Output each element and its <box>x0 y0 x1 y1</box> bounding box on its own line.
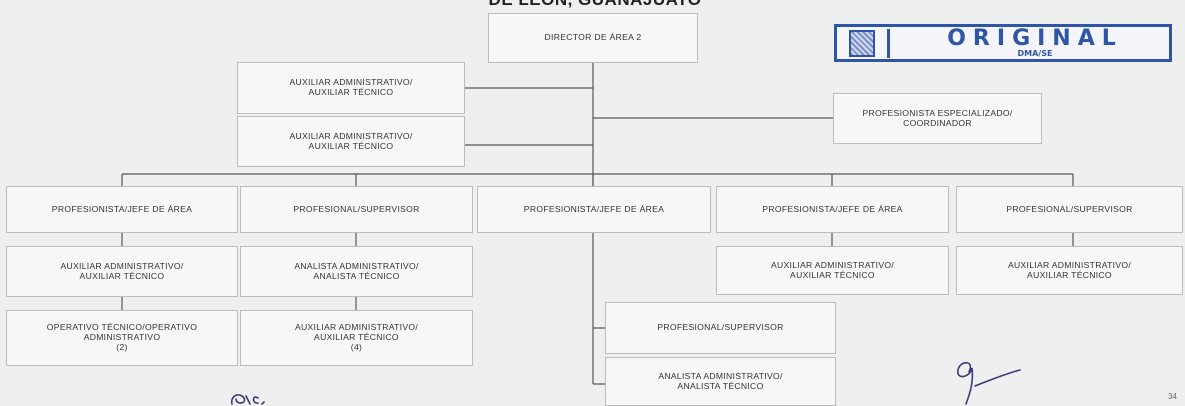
col3-head-box: PROFESIONISTA/JEFE DE ÁREA <box>477 186 711 233</box>
col2-level3-box: AUXILIAR ADMINISTRATIVO/ AUXILIAR TÉCNIC… <box>240 310 473 366</box>
signature-right <box>957 361 1021 405</box>
aux-top-1-box: AUXILIAR ADMINISTRATIVO/ AUXILIAR TÉCNIC… <box>237 62 465 114</box>
col4-level2-box: AUXILIAR ADMINISTRATIVO/ AUXILIAR TÉCNIC… <box>716 246 949 295</box>
page-number: 34 <box>1168 392 1177 401</box>
col3-level2-box: PROFESIONAL/SUPERVISOR <box>605 302 836 354</box>
seal-icon <box>849 30 875 57</box>
col2-head-box: PROFESIONAL/SUPERVISOR <box>240 186 473 233</box>
col1-level3-box: OPERATIVO TÉCNICO/OPERATIVO ADMINISTRATI… <box>6 310 238 366</box>
stamp-word: ORIGINAL <box>947 26 1123 51</box>
signature-left <box>230 394 265 405</box>
col2-level2-box: ANALISTA ADMINISTRATIVO/ ANALISTA TÉCNIC… <box>240 246 473 297</box>
col4-head-box: PROFESIONISTA/JEFE DE ÁREA <box>716 186 949 233</box>
aux-top-2-box: AUXILIAR ADMINISTRATIVO/ AUXILIAR TÉCNIC… <box>237 116 465 167</box>
stamp-subtitle: DMA/SE <box>1017 49 1053 58</box>
stamp-divider <box>887 29 890 58</box>
document-title: DE LEÓN, GUANAJUATO <box>440 0 750 12</box>
specialist-box: PROFESIONISTA ESPECIALIZADO/ COORDINADOR <box>833 93 1042 144</box>
original-stamp: ORIGINAL DMA/SE <box>834 24 1172 62</box>
col1-head-box: PROFESIONISTA/JEFE DE ÁREA <box>6 186 238 233</box>
col5-head-box: PROFESIONAL/SUPERVISOR <box>956 186 1183 233</box>
col5-level2-box: AUXILIAR ADMINISTRATIVO/ AUXILIAR TÉCNIC… <box>956 246 1183 295</box>
director-box: DIRECTOR DE ÁREA 2 <box>488 13 698 63</box>
col1-level2-box: AUXILIAR ADMINISTRATIVO/ AUXILIAR TÉCNIC… <box>6 246 238 297</box>
